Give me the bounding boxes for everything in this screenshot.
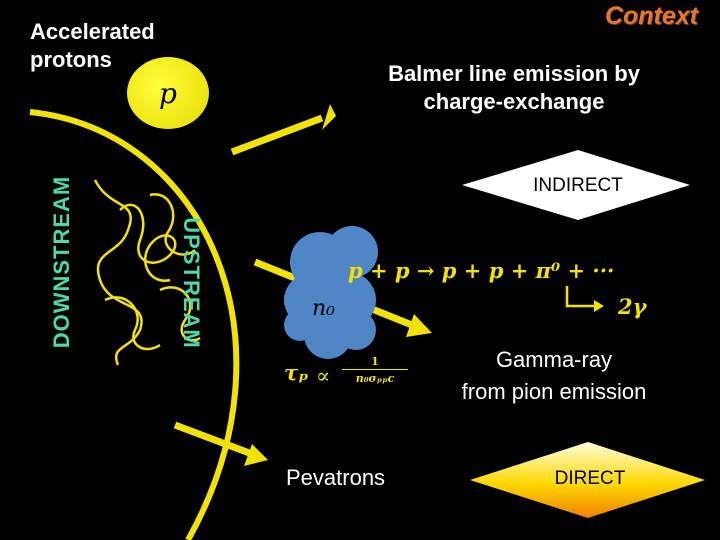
indirect-label: INDIRECT bbox=[533, 175, 623, 196]
tau-fraction: 1 n₀σₚₚc bbox=[342, 355, 408, 385]
proton-trajectories bbox=[93, 179, 201, 366]
gamma-ray-line2: from pion emission bbox=[461, 379, 647, 404]
balmer-label: Balmer line emission by charge-exchange bbox=[360, 60, 668, 116]
shock-front-arc bbox=[29, 109, 240, 540]
proportional-symbol: ∝ bbox=[316, 364, 331, 388]
direct-diamond bbox=[470, 442, 705, 518]
accelerated-line2: protons bbox=[30, 47, 112, 72]
tau-symbol: τₚ bbox=[284, 360, 309, 385]
upstream-label: UPSTREAM bbox=[179, 217, 204, 349]
gamma-ray-label: Gamma-ray from pion emission bbox=[440, 344, 668, 408]
reaction-equation: p + p → p + p + π⁰ + ··· bbox=[348, 258, 615, 283]
page-title: Context bbox=[604, 2, 698, 30]
proton-ball: p bbox=[127, 57, 209, 129]
cloud-density-label: n₀ bbox=[312, 296, 335, 321]
indirect-diamond bbox=[462, 150, 690, 220]
fraction-denominator: n₀σₚₚc bbox=[355, 372, 395, 385]
arrow-up-right bbox=[230, 104, 336, 156]
balmer-line1: Balmer line emission by bbox=[388, 61, 640, 86]
accelerated-protons-label: Accelerated protons bbox=[30, 18, 155, 74]
balmer-line2: charge-exchange bbox=[423, 89, 605, 114]
cloud-shape bbox=[284, 226, 378, 359]
downstream-label: DOWNSTREAM bbox=[49, 175, 74, 349]
fraction-numerator: 1 bbox=[342, 355, 408, 370]
gamma-ray-line1: Gamma-ray bbox=[495, 347, 613, 372]
proton-symbol: p bbox=[159, 76, 177, 110]
direct-label: DIRECT bbox=[554, 468, 626, 489]
arrow-down-right bbox=[173, 421, 268, 466]
accelerated-line1: Accelerated bbox=[30, 19, 155, 44]
pevatrons-label: Pevatrons bbox=[286, 465, 386, 490]
decay-product-label: 2γ bbox=[618, 294, 647, 319]
decay-arrow bbox=[565, 286, 604, 312]
